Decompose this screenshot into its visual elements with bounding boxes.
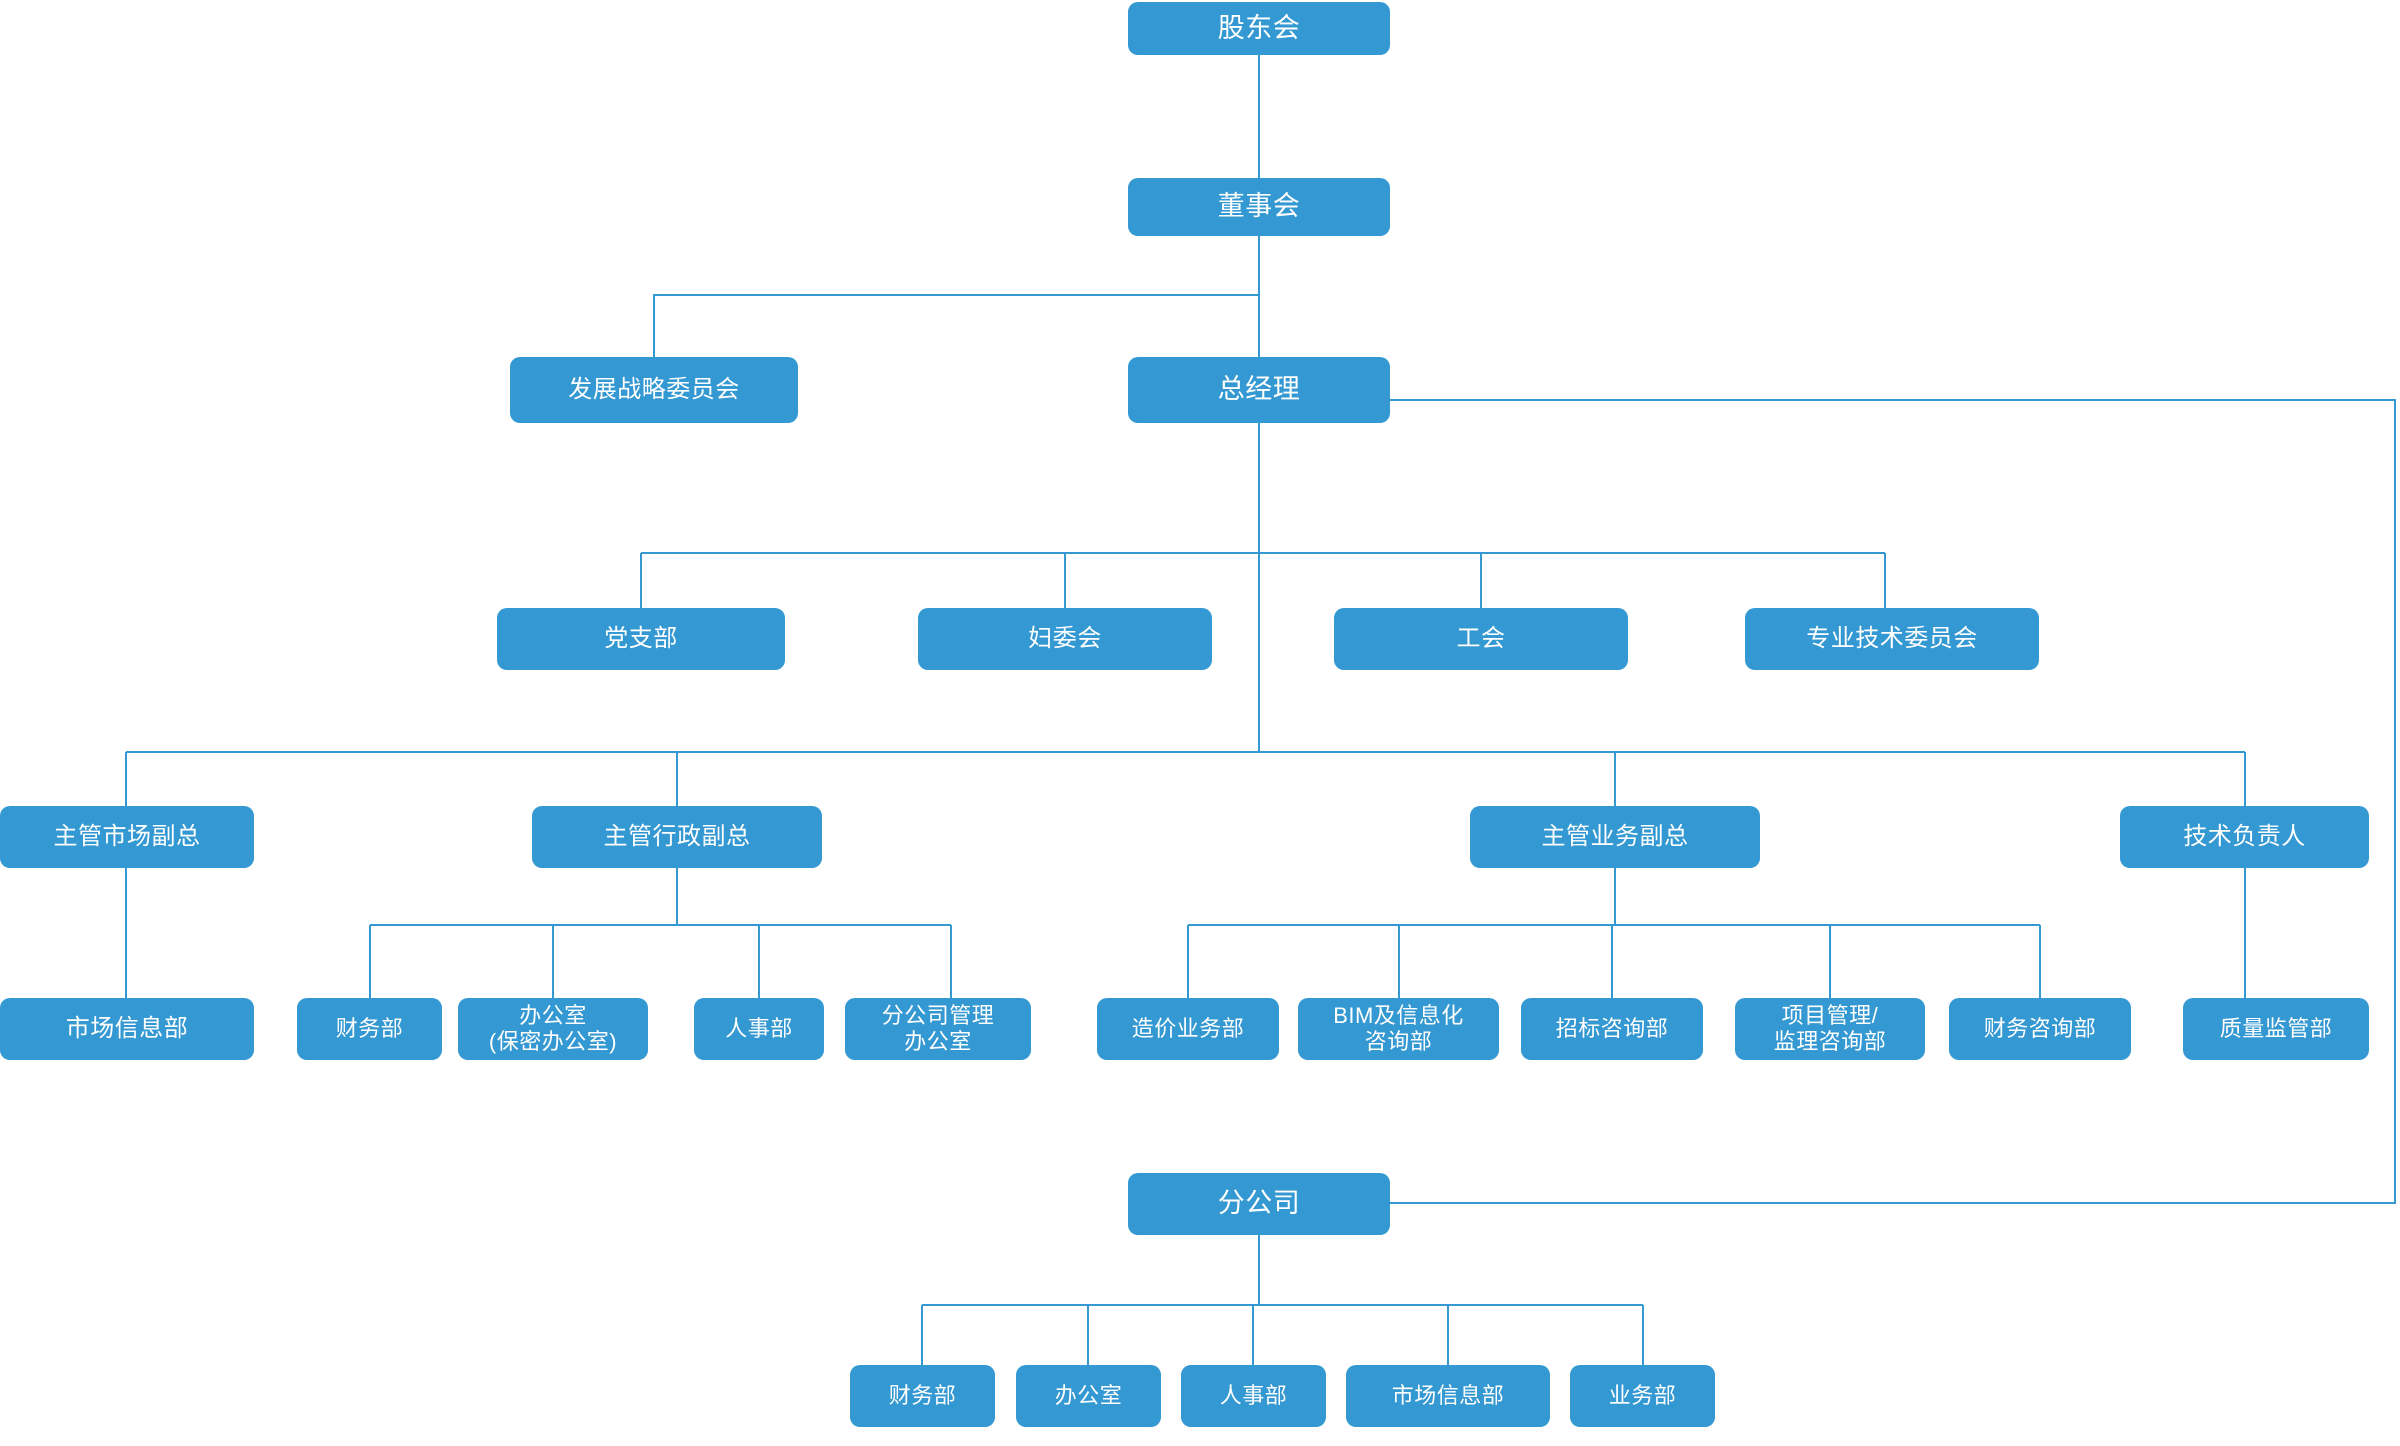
org-node-board[interactable]: 董事会 (1128, 178, 1390, 236)
org-node-vp-market[interactable]: 主管市场副总 (0, 806, 254, 868)
org-node-tech-committee[interactable]: 专业技术委员会 (1745, 608, 2039, 670)
connector-gm-right-route-to-branch (1390, 399, 2396, 1204)
org-node-dept-fin-consult[interactable]: 财务咨询部 (1949, 998, 2131, 1060)
org-node-dept-finance[interactable]: 财务部 (297, 998, 442, 1060)
org-node-dev-strategy[interactable]: 发展战略委员会 (510, 357, 798, 423)
org-node-dept-pm-super[interactable]: 项目管理/ 监理咨询部 (1735, 998, 1925, 1060)
org-node-tech-director[interactable]: 技术负责人 (2120, 806, 2369, 868)
org-node-womens-committee[interactable]: 妇委会 (918, 608, 1212, 670)
org-node-dept-branch-mgmt[interactable]: 分公司管理 办公室 (845, 998, 1031, 1060)
org-node-dept-market-info[interactable]: 市场信息部 (0, 998, 254, 1060)
org-node-br-market-info[interactable]: 市场信息部 (1346, 1365, 1550, 1427)
org-node-labor-union[interactable]: 工会 (1334, 608, 1628, 670)
org-node-dept-cost[interactable]: 造价业务部 (1097, 998, 1279, 1060)
org-node-branch-company[interactable]: 分公司 (1128, 1173, 1390, 1235)
org-node-br-business[interactable]: 业务部 (1570, 1365, 1715, 1427)
connector-board-bus-to-dev-strategy (653, 236, 1260, 357)
org-node-dept-bim[interactable]: BIM及信息化 咨询部 (1298, 998, 1499, 1060)
org-node-br-office[interactable]: 办公室 (1016, 1365, 1161, 1427)
org-node-vp-admin[interactable]: 主管行政副总 (532, 806, 822, 868)
org-node-vp-business[interactable]: 主管业务副总 (1470, 806, 1760, 868)
org-node-br-finance[interactable]: 财务部 (850, 1365, 995, 1427)
org-node-dept-bidding[interactable]: 招标咨询部 (1521, 998, 1703, 1060)
org-node-dept-office[interactable]: 办公室 (保密办公室) (458, 998, 648, 1060)
org-node-dept-hr[interactable]: 人事部 (694, 998, 824, 1060)
org-node-br-hr[interactable]: 人事部 (1181, 1365, 1326, 1427)
org-node-dept-quality[interactable]: 质量监管部 (2183, 998, 2369, 1060)
org-node-shareholders[interactable]: 股东会 (1128, 2, 1390, 55)
org-node-general-manager[interactable]: 总经理 (1128, 357, 1390, 423)
org-node-party-branch[interactable]: 党支部 (497, 608, 785, 670)
